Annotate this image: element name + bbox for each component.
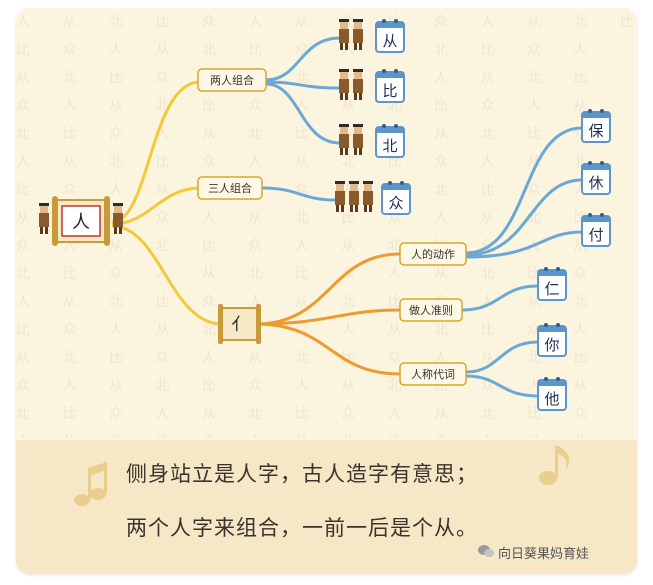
card-ni-char: 你: [544, 336, 559, 354]
label-two-person-text: 两人组合: [210, 73, 254, 87]
poem-line-1: 侧身站立是人字，古人造字有意思；: [126, 462, 478, 486]
label-action-text: 人的动作: [411, 247, 455, 261]
card-ni: 你: [537, 323, 567, 357]
link-xiu: [465, 178, 583, 257]
label-pronoun-text: 人称代词: [411, 367, 455, 381]
card-bao: 保: [581, 109, 611, 143]
figures-zhong: [335, 181, 373, 212]
figures-bi: [339, 69, 363, 100]
card-ren-char: 仁: [544, 280, 559, 298]
link-ren: [461, 284, 539, 312]
label-three-person-text: 三人组合: [208, 181, 252, 195]
branch-line-radical: [111, 224, 223, 326]
card-zhong: 众: [381, 181, 411, 215]
music-note-left-icon: [74, 462, 107, 506]
label-rule-text: 做人准则: [409, 303, 453, 317]
label-action: 人的动作: [399, 242, 467, 266]
wechat-logo-icon: [478, 545, 494, 557]
card-xiu: 休: [581, 161, 611, 195]
link-fu: [465, 230, 583, 259]
card-fu-char: 付: [588, 226, 603, 244]
card-bei: 北: [375, 124, 405, 158]
root-char: 人: [72, 212, 90, 233]
figures-cong: [339, 19, 363, 50]
card-fu: 付: [581, 213, 611, 247]
link-pronoun: [255, 322, 401, 376]
link-rule: [255, 308, 401, 326]
root-node: 人: [39, 196, 123, 246]
link-cong: [265, 36, 341, 82]
watermark: 向日葵果妈育娃: [498, 547, 590, 562]
link-bi: [265, 80, 341, 90]
link-ni: [465, 340, 539, 374]
poem-line-2: 两个人字来组合，一前一后是个从。: [126, 516, 478, 540]
card-xiu-char: 休: [588, 174, 603, 192]
card-bi-char: 比: [382, 82, 397, 100]
figures-bei: [339, 124, 363, 155]
card-ren: 仁: [537, 267, 567, 301]
branch-line-two: [111, 80, 201, 224]
poem-band: [16, 440, 637, 574]
card-bei-char: 北: [382, 137, 397, 155]
label-rule: 做人准则: [399, 298, 463, 322]
branch-line-three: [111, 186, 201, 226]
label-three-person: 三人组合: [197, 176, 263, 200]
label-two-person: 两人组合: [197, 68, 267, 92]
radical-char: 亻: [232, 315, 249, 335]
link-bei: [265, 82, 341, 145]
radical-node: 亻: [218, 304, 261, 344]
link-zhong: [261, 186, 337, 202]
link-action: [255, 252, 401, 326]
link-bao: [465, 126, 583, 255]
music-note-right-icon: [539, 446, 570, 485]
card-zhong-char: 众: [388, 194, 403, 212]
card-bao-char: 保: [588, 122, 603, 140]
link-ta: [465, 374, 539, 398]
label-pronoun: 人称代词: [399, 362, 467, 386]
card-cong: 从: [375, 19, 405, 53]
card-bi: 比: [375, 69, 405, 103]
card-ta-char: 他: [544, 390, 559, 408]
card-ta: 他: [537, 377, 567, 411]
card-cong-char: 从: [382, 32, 397, 50]
